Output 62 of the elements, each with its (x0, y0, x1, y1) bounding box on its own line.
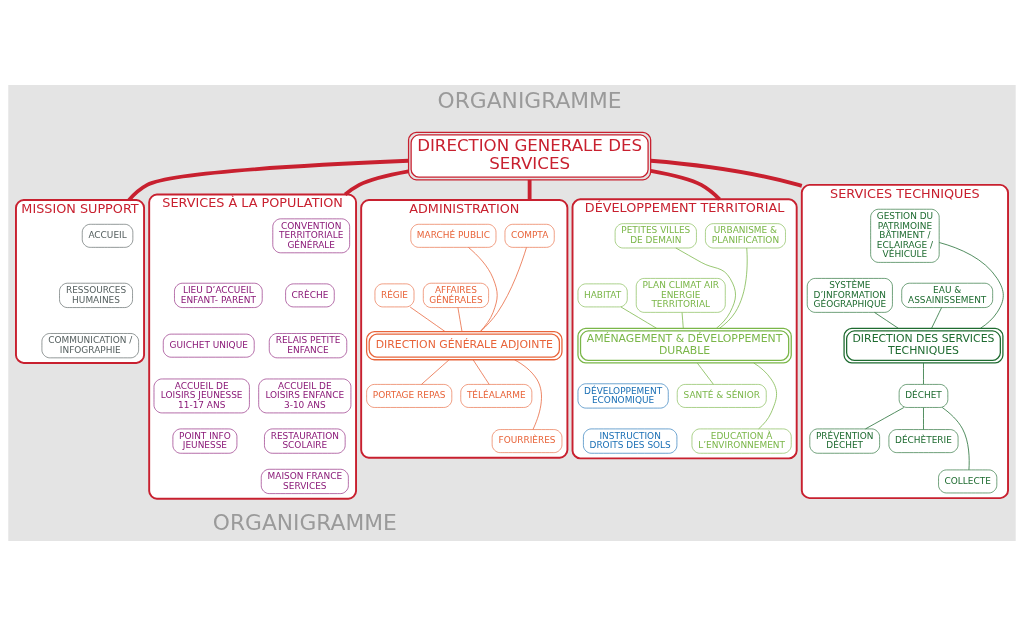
connector (753, 362, 777, 429)
node-box: EDUCATION À L’ENVIRONNEMENT (691, 428, 792, 454)
connector (421, 359, 450, 385)
connector (697, 362, 714, 385)
node-box: PRÉVENTION DÉCHET (809, 428, 880, 454)
connector (675, 247, 736, 329)
node-box: EAU & ASSAINISSEMENT (901, 282, 993, 308)
connector (514, 358, 542, 430)
connector (457, 306, 463, 332)
connector (480, 246, 527, 332)
node-box: FOURRIÈRES (491, 428, 563, 453)
connector (527, 179, 532, 200)
connector (719, 247, 748, 329)
connector (681, 311, 684, 329)
connector (941, 406, 970, 470)
connector (931, 306, 942, 329)
node-box: URBANISME & PLANIFICATION (705, 222, 786, 248)
node-box: GESTION DU PATRIMOINE BÂTIMENT / ECLAIRAGE / VÉHICULE (870, 208, 940, 263)
node-box: HABITAT (577, 283, 628, 307)
node-box: SANTÉ & SÉNIOR (676, 383, 767, 408)
connector (472, 359, 490, 385)
connector (874, 311, 899, 329)
node-box: CRÈCHE (285, 283, 335, 307)
connector (343, 169, 409, 196)
node-box: MARCHÉ PUBLIC (410, 223, 497, 248)
connector (938, 241, 1004, 329)
connector (923, 406, 924, 430)
connector (409, 306, 446, 332)
node-box: CONVENTION TERRITORIALE GÉNÉRALE (272, 218, 350, 253)
node-box: MAISON FRANCE SERVICES (260, 468, 349, 494)
connector (865, 406, 905, 429)
node-box: RELAIS PETITE ENFANCE (268, 332, 348, 358)
label: ORGANIGRAMME (437, 87, 622, 113)
node-box: INSTRUCTION DROITS DES SOLS (583, 428, 678, 454)
node-box: SYSTÈME D’INFORMATION GÉOGRAPHIQUE (806, 277, 893, 313)
connector (923, 362, 924, 385)
node-box: COLLECTE (938, 469, 998, 493)
node-box: PORTAGE REPAS (366, 383, 453, 408)
node-box: COMPTA (504, 223, 555, 248)
node-box: ACCUEIL DE LOISIRS JEUNESSE 11-17 ANS (153, 378, 250, 413)
node-box: DÉCHET (898, 383, 949, 408)
node-box: DÉVELOPPEMENT ECONOMIQUE (577, 382, 669, 408)
node-box: POINT INFO JEUNESSE (172, 428, 238, 454)
node-box: LIEU D’ACCUEIL ENFANT- PARENT (174, 282, 263, 308)
connector (650, 158, 803, 188)
node-box: RESTAURATION SCOLAIRE (264, 428, 346, 454)
node-box: PLAN CLIMAT AIR ENERGIE TERRITORIAL (635, 277, 726, 313)
node-box: RESSOURCES HUMAINES (59, 282, 133, 308)
connector (468, 246, 498, 332)
node-box: COMMUNICATION / INFOGRAPHIE (41, 332, 139, 358)
node-box: RÉGIE (374, 283, 415, 307)
node-box: TÉLÉALARME (460, 383, 533, 408)
node-box: ACCUEIL (81, 223, 134, 248)
connector (620, 306, 657, 329)
connector (650, 168, 721, 201)
connector (127, 158, 409, 201)
node-box: DÉCHÈTERIE (888, 428, 959, 453)
node-box: PETITES VILLES DE DEMAIN (614, 222, 697, 248)
node-box: GUICHET UNIQUE (162, 333, 255, 357)
node-box: ACCUEIL DE LOISIRS ENFANCE 3-10 ANS (258, 378, 352, 413)
label: ORGANIGRAMME (212, 509, 397, 535)
node-box: AFFAIRES GÉNÉRALES (423, 282, 489, 308)
